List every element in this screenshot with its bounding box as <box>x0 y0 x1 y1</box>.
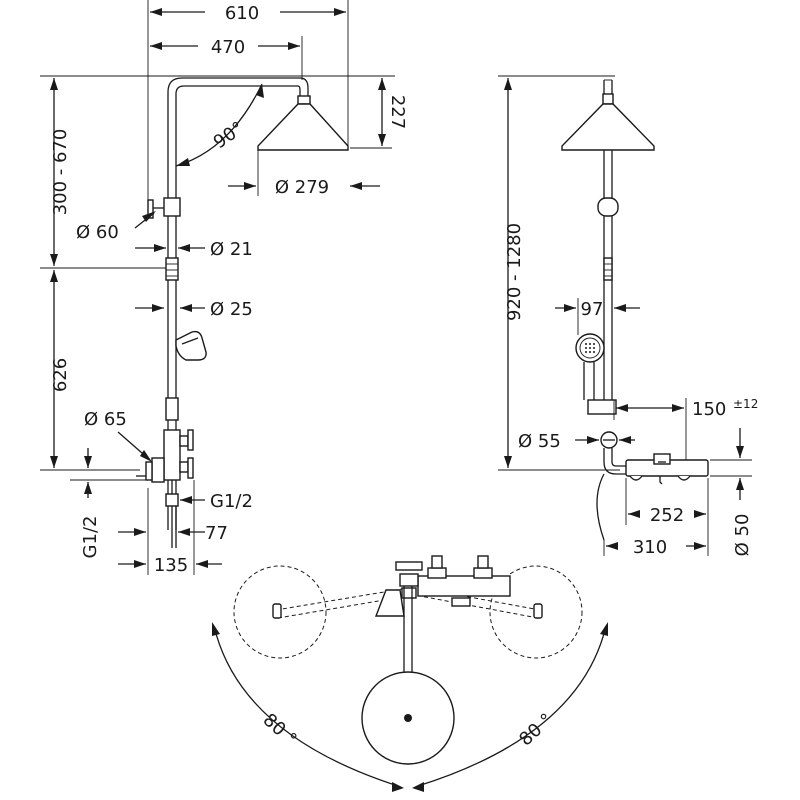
dim-arm-angle-label: 90° <box>210 118 248 154</box>
dim-height-range: 920 - 1280 <box>498 75 620 471</box>
side-pipe-coupling <box>603 257 613 281</box>
side-slider-rose <box>597 197 619 217</box>
dim-height-adjust: 300 - 670 <box>50 78 71 266</box>
dim-mixer-offset-label: 150 <box>692 399 726 420</box>
thermostat-top <box>374 555 511 617</box>
dim-head-height-label: 227 <box>387 95 408 129</box>
dim-wall-depth-label: 135 <box>154 555 188 576</box>
dim-width-overall-label: 610 <box>225 3 259 24</box>
dim-width-overall: 610 <box>150 3 346 24</box>
hand-shower-holder <box>175 330 207 361</box>
dim-lower-pipe-diameter: Ø 25 <box>135 299 253 320</box>
dim-height-adjust-label: 300 - 670 <box>50 129 71 216</box>
hand-shower <box>575 333 617 415</box>
rain-shower-head <box>257 95 349 151</box>
dim-swivel-left-label: 80 ° <box>259 710 301 751</box>
dim-spout-offset: 77 <box>118 488 228 575</box>
thermostat-side <box>596 431 709 541</box>
thermostat-front <box>136 397 194 548</box>
dim-mixer-width: 252 <box>625 478 706 526</box>
side-view: 920 - 1280 97 <box>498 75 758 558</box>
front-view: 610 470 227 300 - 670 <box>40 0 408 576</box>
dim-mixer-offset: 150 ±12 <box>613 397 758 460</box>
dim-lower-pipe-diameter-label: Ø 25 <box>210 299 253 320</box>
dim-spout-offset-label: 77 <box>205 523 228 544</box>
dim-wall-depth: 135 <box>118 480 222 576</box>
dim-height-range-label: 920 - 1280 <box>504 223 525 321</box>
dim-mixer-offset-tolerance: ±12 <box>733 397 758 411</box>
dim-handshower-diameter: 97 <box>555 298 640 335</box>
dim-head-diameter-label: Ø 279 <box>275 177 329 198</box>
dim-overall-depth-label: 310 <box>633 537 667 558</box>
dim-handshower-diameter-label: 97 <box>581 299 604 320</box>
dim-connection-left-label: G1/2 <box>80 516 101 559</box>
dim-rose-diameter: Ø 60 <box>76 211 156 243</box>
dim-mixer-diameter: Ø 50 <box>710 428 753 556</box>
dim-wall-rose-diameter: Ø 65 <box>84 409 152 462</box>
dim-upper-pipe-diameter-label: Ø 21 <box>210 239 253 260</box>
pipe-coupling <box>165 257 179 281</box>
dim-lower-height-label: 626 <box>50 358 71 392</box>
dim-outlet-diameter-label: Ø 55 <box>518 431 561 452</box>
dim-rose-diameter-label: Ø 60 <box>76 222 119 243</box>
dim-head-diameter: Ø 279 <box>228 150 380 198</box>
dim-arm-length-label: 470 <box>211 37 245 58</box>
dim-wall-rose-diameter-label: Ø 65 <box>84 409 127 430</box>
rain-shower-head-side <box>561 93 655 151</box>
dim-outlet-diameter: Ø 55 <box>518 431 635 452</box>
dim-upper-pipe-diameter: Ø 21 <box>135 239 253 260</box>
dim-mixer-width-label: 252 <box>650 505 684 526</box>
slider-rose <box>147 197 181 219</box>
dim-arm-angle: 90° <box>175 83 264 167</box>
dim-connection-right-label: G1/2 <box>210 491 253 512</box>
dim-connection-left: G1/2 <box>70 448 150 558</box>
dim-arm-length: 470 <box>150 37 300 58</box>
shower-arm <box>167 77 309 530</box>
dim-head-height: 227 <box>378 78 408 146</box>
top-view: 80 ° 80 ° <box>212 555 608 792</box>
dim-lower-height: 626 <box>50 270 71 468</box>
dim-mixer-diameter-label: Ø 50 <box>732 514 753 557</box>
dim-connection-right: G1/2 <box>180 491 253 512</box>
dim-overall-depth: 310 <box>603 478 709 558</box>
